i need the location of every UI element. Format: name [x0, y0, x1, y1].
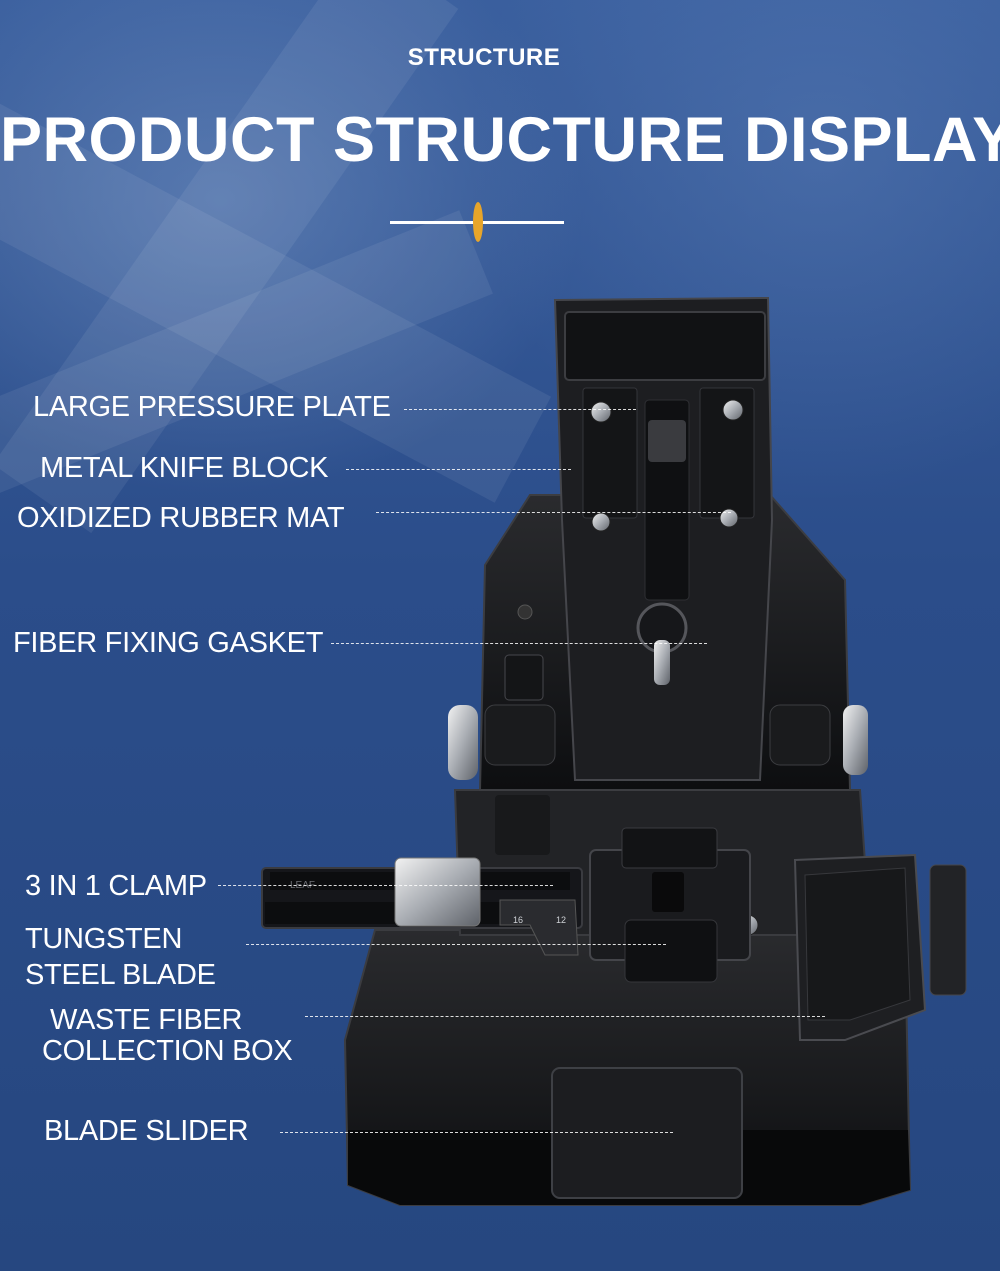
- blade-core: [652, 872, 684, 912]
- leader-oxidized-rubber-mat: [376, 512, 731, 513]
- leader-3-in-1-clamp: [218, 885, 553, 886]
- label-tungsten-steel-blade-line1: TUNGSTEN: [25, 923, 183, 955]
- waste-box-lid: [804, 867, 911, 1021]
- label-large-pressure-plate: LARGE PRESSURE PLATE: [33, 391, 391, 423]
- ruler-mark-12: 12: [556, 915, 566, 925]
- waste-box-hinge: [929, 864, 967, 996]
- label-3-in-1-clamp: 3 IN 1 CLAMP: [25, 870, 207, 902]
- leader-tungsten-steel-blade: [246, 944, 666, 945]
- title-divider-left: [390, 221, 474, 224]
- hinge-left: [484, 704, 556, 766]
- label-waste-fiber-line1: WASTE FIBER: [50, 1004, 243, 1036]
- hinge-right: [769, 704, 831, 766]
- leader-blade-slider: [280, 1132, 673, 1133]
- metal-knife: [648, 420, 686, 462]
- label-metal-knife-block: METAL KNIFE BLOCK: [40, 452, 329, 484]
- knob-left: [448, 705, 478, 780]
- page-title: PRODUCT STRUCTURE DISPLAY: [0, 105, 1000, 175]
- label-fiber-fixing-gasket: FIBER FIXING GASKET: [13, 627, 324, 659]
- knob-right: [843, 705, 868, 775]
- leader-waste-fiber-collection-box: [305, 1016, 825, 1017]
- leader-fiber-fixing-gasket: [331, 643, 707, 644]
- small-screw: [517, 604, 533, 620]
- ruler-plate: [499, 899, 579, 956]
- large-pressure-plate: [564, 311, 766, 381]
- title-divider-right: [482, 221, 564, 224]
- gasket-pin: [654, 640, 670, 685]
- label-waste-fiber-line2: COLLECTION BOX: [42, 1035, 293, 1067]
- blade-top-block: [621, 827, 718, 869]
- label-blade-slider: BLADE SLIDER: [44, 1115, 249, 1147]
- leader-metal-knife-block: [346, 469, 571, 470]
- label-oxidized-rubber-mat: OXIDIZED RUBBER MAT: [17, 502, 345, 534]
- blade-slider: [551, 1067, 743, 1199]
- leader-large-pressure-plate: [404, 409, 636, 410]
- clamp-metal-piece: [394, 857, 481, 927]
- title-divider-accent: [473, 202, 483, 242]
- body-panel: [495, 795, 550, 855]
- side-latch: [504, 654, 544, 701]
- section-kicker: STRUCTURE: [407, 44, 561, 71]
- ruler-mark-16: 16: [513, 915, 523, 925]
- tungsten-steel-blade: [624, 919, 718, 983]
- label-tungsten-steel-blade-line2: STEEL BLADE: [25, 959, 216, 991]
